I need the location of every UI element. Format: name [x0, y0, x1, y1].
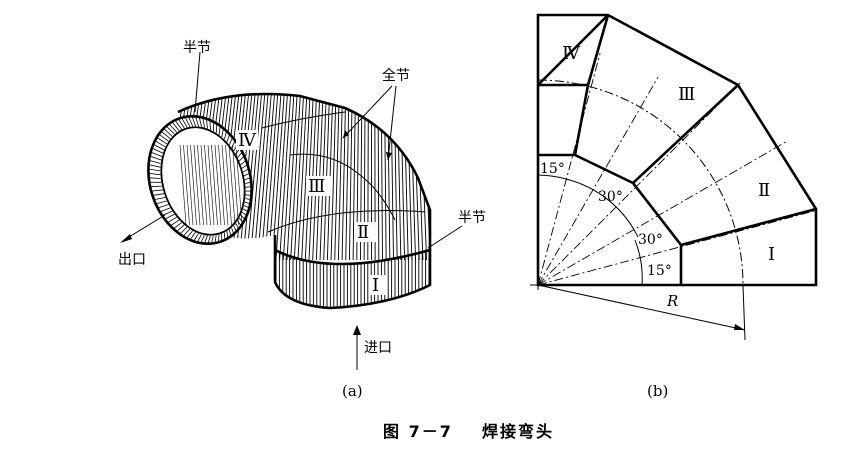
- section-3-label-a: Ⅲ: [308, 176, 325, 197]
- radius-label: R: [666, 292, 678, 310]
- half-section-right-label: 半节: [458, 210, 486, 226]
- outlet-label: 出口: [118, 252, 146, 268]
- section-3-label-b: Ⅲ: [678, 84, 695, 105]
- elbow-bottom-segment: [275, 250, 430, 308]
- section-1-label-b: Ⅰ: [768, 244, 775, 265]
- elbow-layout-drawing: 15° 30° 30° 15° Ⅳ Ⅲ Ⅱ Ⅰ R (b): [530, 13, 818, 400]
- figure-title: 焊接弯头: [482, 422, 554, 441]
- section-4-label-a: Ⅳ: [238, 130, 257, 151]
- elbow-3d-drawing: Ⅳ Ⅲ Ⅱ Ⅰ 半节 全节 半节 出口 进口 (a): [118, 40, 486, 400]
- figure-caption: 图 7－7 焊接弯头: [383, 422, 554, 441]
- inlet-label: 进口: [364, 340, 392, 356]
- angle-label-3: 30°: [638, 232, 663, 248]
- angle-label-1: 15°: [540, 161, 565, 177]
- half-section-top-label: 半节: [183, 40, 211, 56]
- section-1-label-a: Ⅰ: [372, 275, 379, 296]
- angle-label-4: 15°: [647, 263, 672, 279]
- section-4-label-b: Ⅳ: [562, 43, 581, 64]
- figure-number: 图 7－7: [383, 422, 453, 441]
- subfigure-a-label: (a): [342, 382, 363, 400]
- angle-label-2: 30°: [598, 189, 623, 205]
- subfigure-b-label: (b): [647, 382, 668, 400]
- outlet-opening: [147, 114, 253, 246]
- full-section-label: 全节: [382, 67, 410, 84]
- section-2-label-b: Ⅱ: [758, 180, 770, 201]
- section-2-label-a: Ⅱ: [357, 222, 369, 243]
